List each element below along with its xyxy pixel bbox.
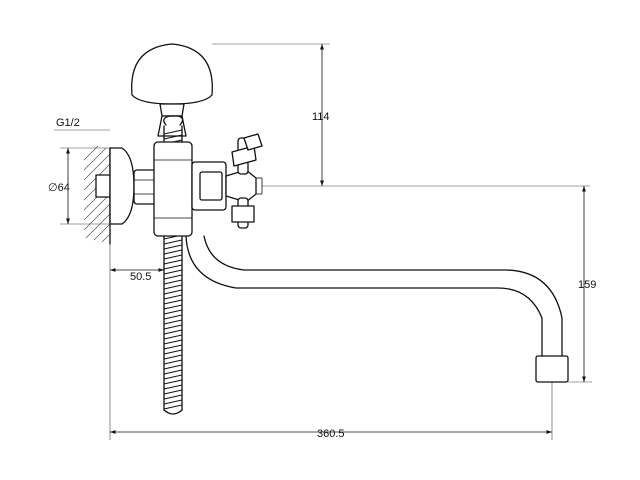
hose-coil <box>163 359 183 365</box>
spout-length-label: 360.5 <box>317 428 345 440</box>
dimension-spout-length: 360.5 <box>109 244 553 440</box>
hose-coil <box>163 244 183 250</box>
shower-holder <box>131 43 213 137</box>
hose-coil <box>163 319 183 325</box>
hose-coil <box>163 329 183 335</box>
valve-handle-top <box>231 133 263 175</box>
dimension-spout-drop: 159 <box>568 186 596 383</box>
dimension-hose-offset: 50.5 <box>110 268 164 283</box>
hose-coil <box>163 369 183 375</box>
hose-coil <box>163 339 183 345</box>
hose-coil <box>163 349 183 355</box>
hose-offset-label: 50.5 <box>130 271 151 283</box>
hose-coil <box>163 324 183 330</box>
hose-coil <box>163 344 183 350</box>
dimension-thread: G1/2 <box>54 117 110 131</box>
valve-handle-bottom <box>231 197 255 229</box>
hose-coil <box>163 254 183 260</box>
hose-coil <box>163 264 183 270</box>
hose-coil <box>163 304 183 310</box>
spout-drop-label: 159 <box>578 279 596 291</box>
thread-label: G1/2 <box>56 117 80 129</box>
mixer-body <box>153 141 263 237</box>
hose-coil <box>163 129 183 135</box>
dimension-shower-height: 114 <box>212 43 590 187</box>
hose-coil <box>163 334 183 340</box>
hose-coil <box>163 354 183 360</box>
hose-coil <box>163 259 183 265</box>
hose-coil <box>163 294 183 300</box>
hose-coil <box>163 309 183 315</box>
hose-coil <box>163 279 183 285</box>
spout <box>185 235 569 383</box>
hose-coil <box>163 299 183 305</box>
hose-coil <box>163 379 183 385</box>
hose-coil <box>163 289 183 295</box>
dimension-flange-diameter: ∅64 <box>48 147 110 225</box>
flange-diameter-label: ∅64 <box>48 182 70 194</box>
hose-coil <box>163 399 183 405</box>
hose-coil <box>163 384 183 390</box>
hose-coil <box>163 284 183 290</box>
wall-flange <box>95 147 157 225</box>
hose-coil <box>163 274 183 280</box>
shower-height-label: 114 <box>312 111 330 123</box>
hose-coil <box>163 134 183 140</box>
hose-coil <box>163 404 183 410</box>
hose-coil <box>163 269 183 275</box>
hose-coil <box>163 239 183 245</box>
hose-coil <box>163 374 183 380</box>
hose-coil <box>163 364 183 370</box>
hose-coil <box>163 394 183 400</box>
hose-coil <box>163 314 183 320</box>
hose-coil <box>163 389 183 395</box>
hose-coil <box>163 249 183 255</box>
